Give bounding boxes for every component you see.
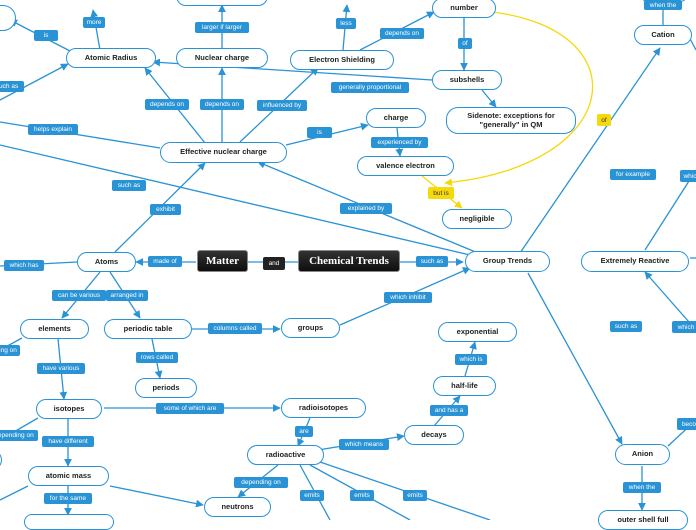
node-partial-top-larger[interactable] xyxy=(176,0,268,6)
node-periodic-table[interactable]: periodic table xyxy=(104,319,192,339)
label-rows-called: rows called xyxy=(136,352,178,363)
label-but-is: but is xyxy=(428,187,454,199)
edge-helps-explain xyxy=(0,121,161,149)
node-radioisotopes[interactable]: radioisotopes xyxy=(281,398,366,418)
label-influenced-by: influenced by xyxy=(257,100,307,111)
edge-atomic-mass-neutrons xyxy=(109,485,204,508)
label-have-different: have different xyxy=(42,436,94,447)
node-partial-bottom[interactable] xyxy=(24,514,114,530)
label-of-number: of xyxy=(458,38,472,49)
node-number[interactable]: number xyxy=(432,0,496,18)
edge-such-as-left xyxy=(0,63,69,101)
label-which-right: whic xyxy=(680,170,696,182)
label-arranged-in: arranged in xyxy=(106,290,148,301)
node-matter[interactable]: Matter xyxy=(197,250,248,272)
node-periods[interactable]: periods xyxy=(135,378,197,398)
edge-yellow-of-loop xyxy=(444,11,594,187)
node-charge[interactable]: charge xyxy=(366,108,426,128)
label-generally-proportional: generally proportional xyxy=(331,82,409,93)
node-effective-nuclear-charge[interactable]: Effective nuclear charge xyxy=(160,142,287,163)
label-helps-explain: helps explain xyxy=(28,124,78,135)
node-cation[interactable]: Cation xyxy=(634,25,692,45)
node-groups[interactable]: groups xyxy=(281,318,340,338)
node-isotopes[interactable]: isotopes xyxy=(36,399,102,419)
label-depends-on-1: depends on xyxy=(145,99,189,110)
edge-extreme-which-right xyxy=(644,271,696,331)
node-atomic-mass[interactable]: atomic mass xyxy=(28,466,109,486)
node-decays[interactable]: decays xyxy=(404,425,464,445)
label-larger-if-larger: larger if larger xyxy=(195,22,249,33)
label-such-as-2: such as xyxy=(112,180,146,191)
label-columns-called: columns called xyxy=(208,323,262,334)
node-nuclear-charge[interactable]: Nuclear charge xyxy=(176,48,268,68)
node-electron-shielding[interactable]: Electron Shielding xyxy=(290,50,394,70)
edge-group-anion xyxy=(527,272,623,445)
edge-subshells-sidenote xyxy=(481,89,497,108)
label-emits-2: emits xyxy=(350,490,374,501)
label-made-of: made of xyxy=(148,256,182,267)
node-neutrons[interactable]: neutrons xyxy=(204,497,271,517)
label-and-has-a: and has a xyxy=(430,405,468,416)
label-experienced-by: experienced by xyxy=(371,137,428,148)
node-group-trends[interactable]: Group Trends xyxy=(465,251,550,272)
node-valence-electron[interactable]: valence electron xyxy=(357,156,454,176)
label-depending-on-3: depending on xyxy=(234,477,288,488)
label-which-inhibit: which inhibit xyxy=(384,292,432,303)
node-negligible[interactable]: negligible xyxy=(442,209,512,229)
label-less: less xyxy=(336,18,356,29)
label-such-as-group: such as xyxy=(416,256,448,267)
edge-extreme-which xyxy=(644,169,696,251)
edge-atomic-radius-more xyxy=(90,9,101,51)
label-which-is: which is xyxy=(455,354,487,365)
label-depends-on-2: depends on xyxy=(200,99,244,110)
node-anion[interactable]: Anion xyxy=(615,444,670,465)
edge-diagonal-such-as xyxy=(0,144,471,256)
label-when-the-top: when the xyxy=(644,0,682,10)
label-emits-3: emits xyxy=(403,490,427,501)
label-which-right-2: which xyxy=(672,321,696,333)
edge-group-cation xyxy=(519,47,661,254)
label-for-example: for example xyxy=(610,169,656,180)
label-exhibit: exhibit xyxy=(150,204,181,215)
label-which-means: which means xyxy=(339,439,389,450)
label-for-the-same: for the same xyxy=(44,493,92,504)
edge-atomic-mass-left xyxy=(0,485,29,501)
label-more: more xyxy=(83,17,105,28)
node-extremely-reactive[interactable]: Extremely Reactive xyxy=(581,251,689,272)
node-exponential[interactable]: exponential xyxy=(438,322,517,342)
label-which-has: which has xyxy=(4,260,44,271)
label-depending-on-1: ing on xyxy=(0,345,20,356)
node-chemical-trends[interactable]: Chemical Trends xyxy=(298,250,400,272)
node-radioactive[interactable]: radioactive xyxy=(247,445,324,465)
label-emits-1: emits xyxy=(300,490,324,501)
label-of-yellow: of xyxy=(597,114,611,126)
node-atomic-radius[interactable]: Atomic Radius xyxy=(66,48,156,68)
label-is: is xyxy=(34,30,58,41)
label-depends-on-number: depends on xyxy=(380,28,424,39)
label-depending-on-2: depending on xyxy=(0,430,38,441)
label-can-be-various: can be various xyxy=(52,290,106,301)
node-sidenote[interactable]: Sidenote: exceptions for "generally" in … xyxy=(446,107,576,134)
node-subshells[interactable]: subshells xyxy=(432,70,502,90)
node-atoms[interactable]: Atoms xyxy=(77,252,136,272)
node-outer-shell-full[interactable]: outer shell full xyxy=(598,510,688,530)
label-such-as-3: such as xyxy=(610,321,642,332)
label-and: and xyxy=(263,257,285,270)
label-explained-by: explained by xyxy=(340,203,392,214)
label-is-charge: is xyxy=(307,127,332,138)
label-when-the-anion: when the xyxy=(623,482,661,493)
label-are: are xyxy=(295,426,313,437)
label-become: beco xyxy=(677,418,696,430)
node-elements[interactable]: elements xyxy=(20,319,89,339)
node-half-life[interactable]: half-life xyxy=(433,376,496,396)
label-such-as-left: such as xyxy=(0,81,24,92)
label-have-various: have various xyxy=(37,363,85,374)
label-some-of-which-are: some of which are xyxy=(156,403,224,414)
